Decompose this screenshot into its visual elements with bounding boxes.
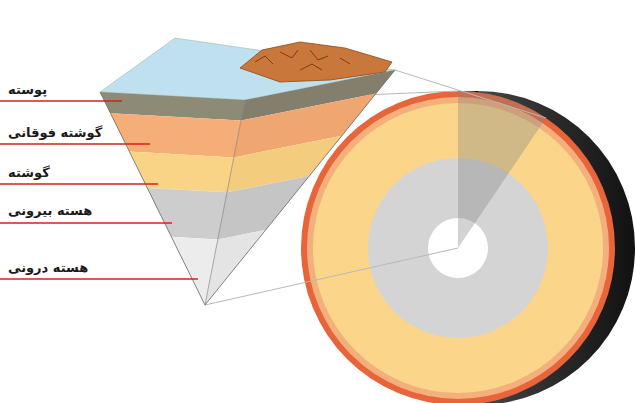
- outer-core-band: [147, 188, 227, 240]
- leader-line: [0, 278, 198, 280]
- wedge-outline: [100, 70, 395, 305]
- globe-crust: [301, 91, 615, 403]
- mantle-band: [129, 152, 233, 193]
- guide-line: [395, 70, 546, 118]
- leader-line: [0, 183, 158, 185]
- leader-line: [0, 143, 150, 145]
- layer-label: گوشته فوقانی: [8, 125, 102, 141]
- outer-core-band: [218, 176, 310, 240]
- upper-mantle-band: [111, 113, 242, 157]
- wedge-edge: [205, 100, 245, 305]
- cut-sector: [458, 91, 546, 248]
- layer-label: هسته بیرونی: [8, 203, 92, 219]
- leader-line: [0, 222, 172, 224]
- layer-label: هسته درونی: [8, 260, 88, 276]
- landmass-relief: [255, 50, 350, 70]
- layer-label: گوشته: [8, 165, 50, 181]
- layer-label: پوسته: [8, 82, 47, 98]
- leader-line: [0, 100, 122, 102]
